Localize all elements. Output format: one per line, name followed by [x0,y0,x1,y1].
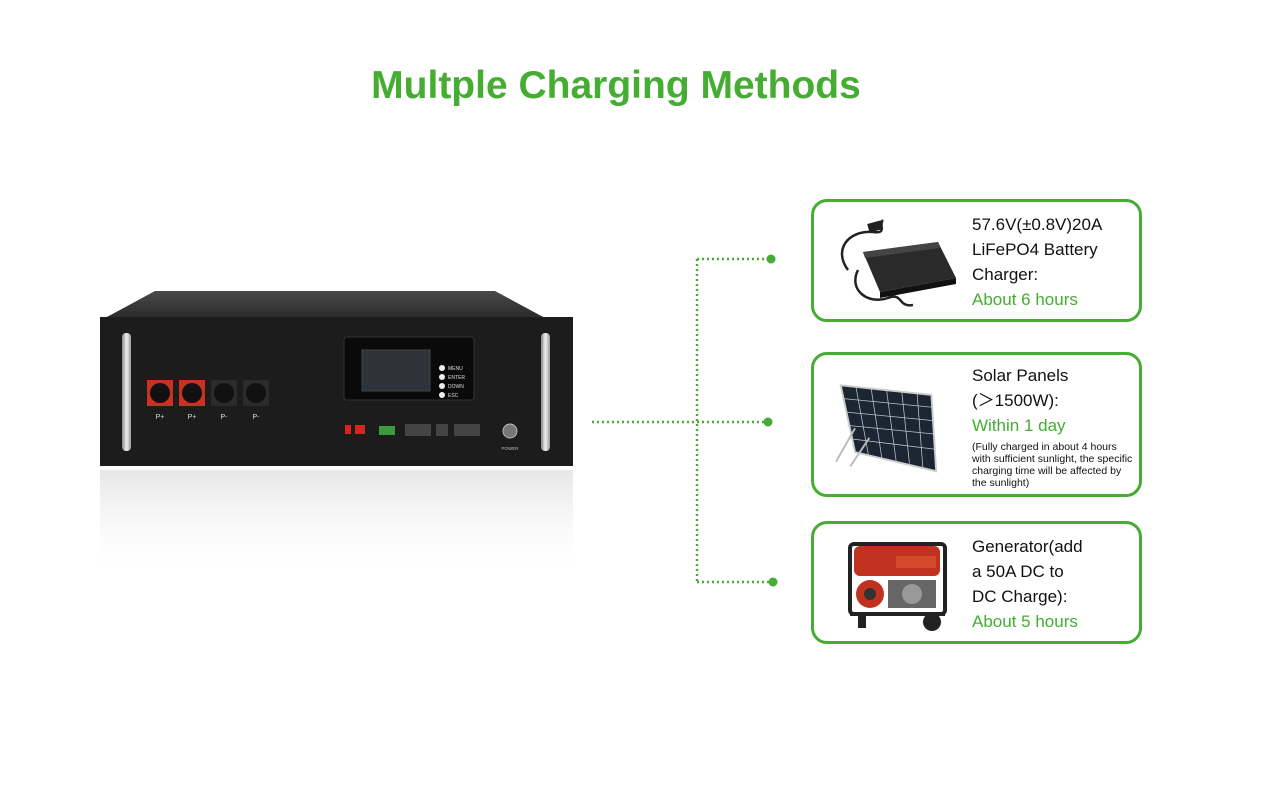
enter-button-label: ENTER [448,375,465,381]
method-text: Generator(add [972,537,1083,556]
method-card-generator: Generator(add a 50A DC to DC Charge): Ab… [811,521,1142,644]
power-label: POWER [501,446,519,451]
method-text: 57.6V(±0.8V)20A [972,215,1103,234]
charge-time: About 5 hours [972,612,1078,631]
solar-panel-image [835,384,938,473]
charge-time: About 6 hours [972,290,1078,309]
method-text: Solar Panels [972,366,1069,385]
method-text: a 50A DC to [972,562,1064,581]
down-button-label: DOWN [448,384,464,390]
battery-charger-image [840,219,956,307]
menu-button-label: MENU [448,366,463,372]
port-label: P- [221,414,229,421]
esc-button-label: ESC [448,393,459,399]
method-text: DC Charge): [972,587,1068,606]
battery-rack-image: P+ P+ P- P- MENU ENTER DOWN ESC POWER [100,291,573,580]
method-text: LiFePO4 Battery [972,240,1098,259]
method-text: Charger: [972,265,1039,284]
method-card-charger: 57.6V(±0.8V)20A LiFePO4 Battery Charger:… [811,199,1142,322]
method-text: (＞1500W): [972,391,1059,410]
method-card-solar: Solar Panels (＞1500W): Within 1 day (Ful… [811,352,1142,497]
generator-image [848,542,947,631]
page-title: Multple Charging Methods [371,64,861,107]
charge-note: (Fully charged in about 4 hours with suf… [972,441,1133,489]
port-label: P- [253,414,261,421]
charge-time: Within 1 day [972,416,1066,435]
port-label: P+ [188,414,197,421]
port-label: P+ [156,414,165,421]
